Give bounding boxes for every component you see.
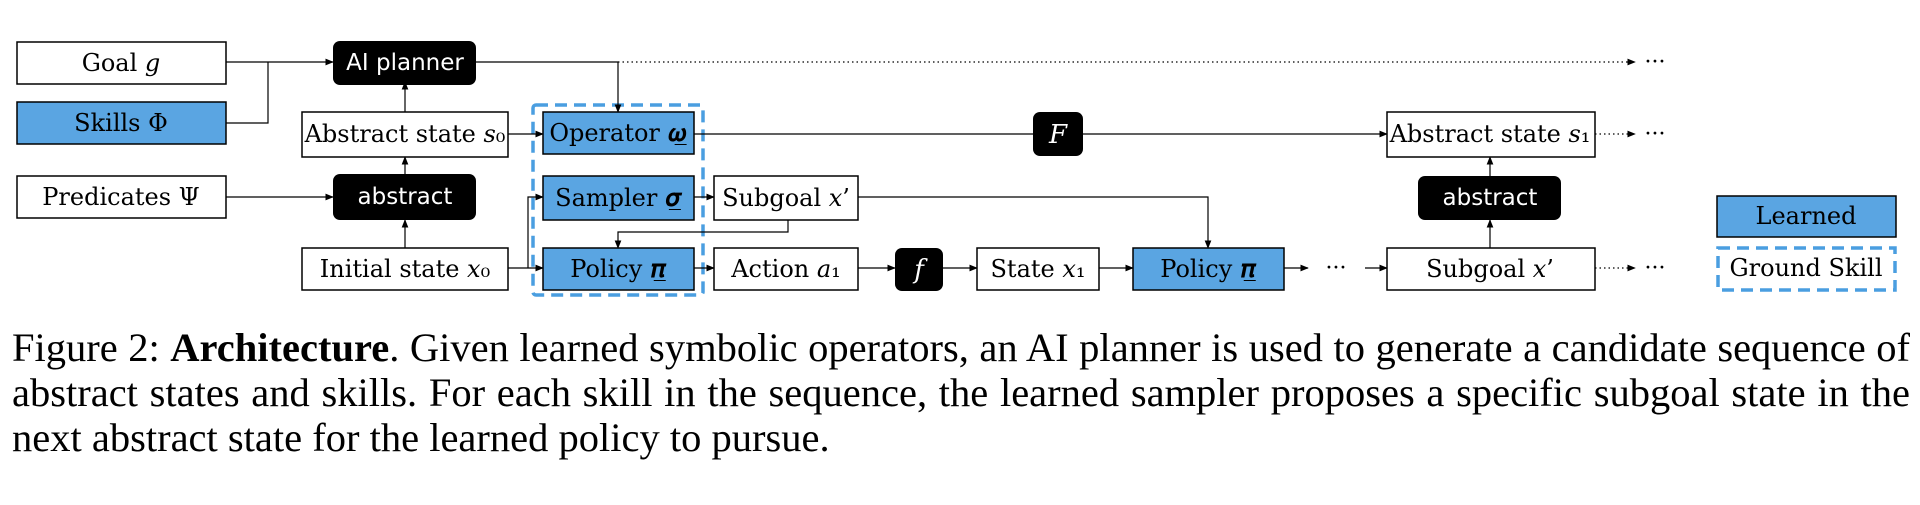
abstract-state-1-label: Abstract state 𝑠₁	[1389, 120, 1591, 148]
subgoal-1-label: Subgoal 𝑥’	[722, 184, 850, 212]
abstract-node-left: abstract	[333, 174, 476, 220]
state-1-label: State 𝑥₁	[990, 255, 1085, 283]
ellipsis-subgoal: ···	[1645, 256, 1666, 281]
caption-text: . Given learned symbolic operators, an A…	[12, 325, 1910, 460]
caption-prefix: Figure 2:	[12, 325, 171, 370]
F-big-node: F	[1033, 112, 1083, 156]
initial-state-label: Initial state 𝑥₀	[320, 255, 490, 283]
f-small-node: f	[895, 248, 943, 291]
policy-2-label: Policy 𝝅̲	[1160, 255, 1257, 283]
architecture-diagram: Goal 𝑔 Skills Φ Predicates Ψ AI planner …	[16, 41, 1897, 297]
operator-label: Operator 𝝎̲	[549, 119, 686, 147]
sampler-label: Sampler 𝝈̲	[555, 184, 683, 212]
edges	[226, 58, 1636, 272]
state-1-node: State 𝑥₁	[976, 247, 1100, 291]
subgoal-node-1: Subgoal 𝑥’	[713, 175, 859, 221]
ellipsis-abstract-state: ···	[1645, 122, 1666, 147]
ellipsis-top: ···	[1645, 50, 1666, 75]
abstract-state-1-node: Abstract state 𝑠₁	[1386, 111, 1596, 158]
subgoal-2-label: Subgoal 𝑥’	[1426, 255, 1554, 283]
abstract-state-0-label: Abstract state 𝑠₀	[304, 120, 506, 148]
ellipsis-mid: ···	[1326, 256, 1347, 281]
abstract-left-label: abstract	[358, 184, 453, 210]
ai-planner-node: AI planner	[333, 41, 476, 85]
predicates-node: Predicates Ψ	[16, 175, 227, 219]
policy-1-label: Policy 𝝅̲	[570, 255, 667, 283]
figure-caption: Figure 2: Architecture. Given learned sy…	[12, 325, 1910, 460]
skills-node: Skills Φ	[16, 101, 227, 145]
abstract-node-right: abstract	[1418, 176, 1561, 220]
legend-learned: Learned	[1716, 195, 1897, 238]
initial-state-node: Initial state 𝑥₀	[301, 247, 509, 291]
abstract-right-label: abstract	[1443, 185, 1538, 211]
ai-planner-label: AI planner	[346, 50, 464, 76]
goal-label: Goal 𝑔	[82, 49, 161, 77]
legend-ground-skill: Ground Skill	[1716, 246, 1897, 292]
action-node: Action 𝑎₁	[713, 247, 859, 291]
policy-node-1: Policy 𝝅̲	[542, 247, 695, 291]
policy-node-2: Policy 𝝅̲	[1132, 247, 1285, 291]
goal-node: Goal 𝑔	[16, 41, 227, 85]
F-big-label: F	[1048, 120, 1068, 150]
operator-node: Operator 𝝎̲	[542, 111, 695, 155]
caption-bold: Architecture	[170, 325, 390, 370]
legend: Learned Ground Skill	[1716, 195, 1897, 292]
sampler-node: Sampler 𝝈̲	[542, 175, 695, 221]
skills-label: Skills Φ	[74, 109, 168, 137]
predicates-label: Predicates Ψ	[42, 183, 199, 211]
subgoal-node-2: Subgoal 𝑥’	[1386, 247, 1596, 291]
action-label: Action 𝑎₁	[730, 255, 841, 283]
abstract-state-0-node: Abstract state 𝑠₀	[301, 111, 509, 158]
legend-learned-label: Learned	[1756, 202, 1857, 230]
legend-ground-skill-label: Ground Skill	[1729, 254, 1882, 282]
